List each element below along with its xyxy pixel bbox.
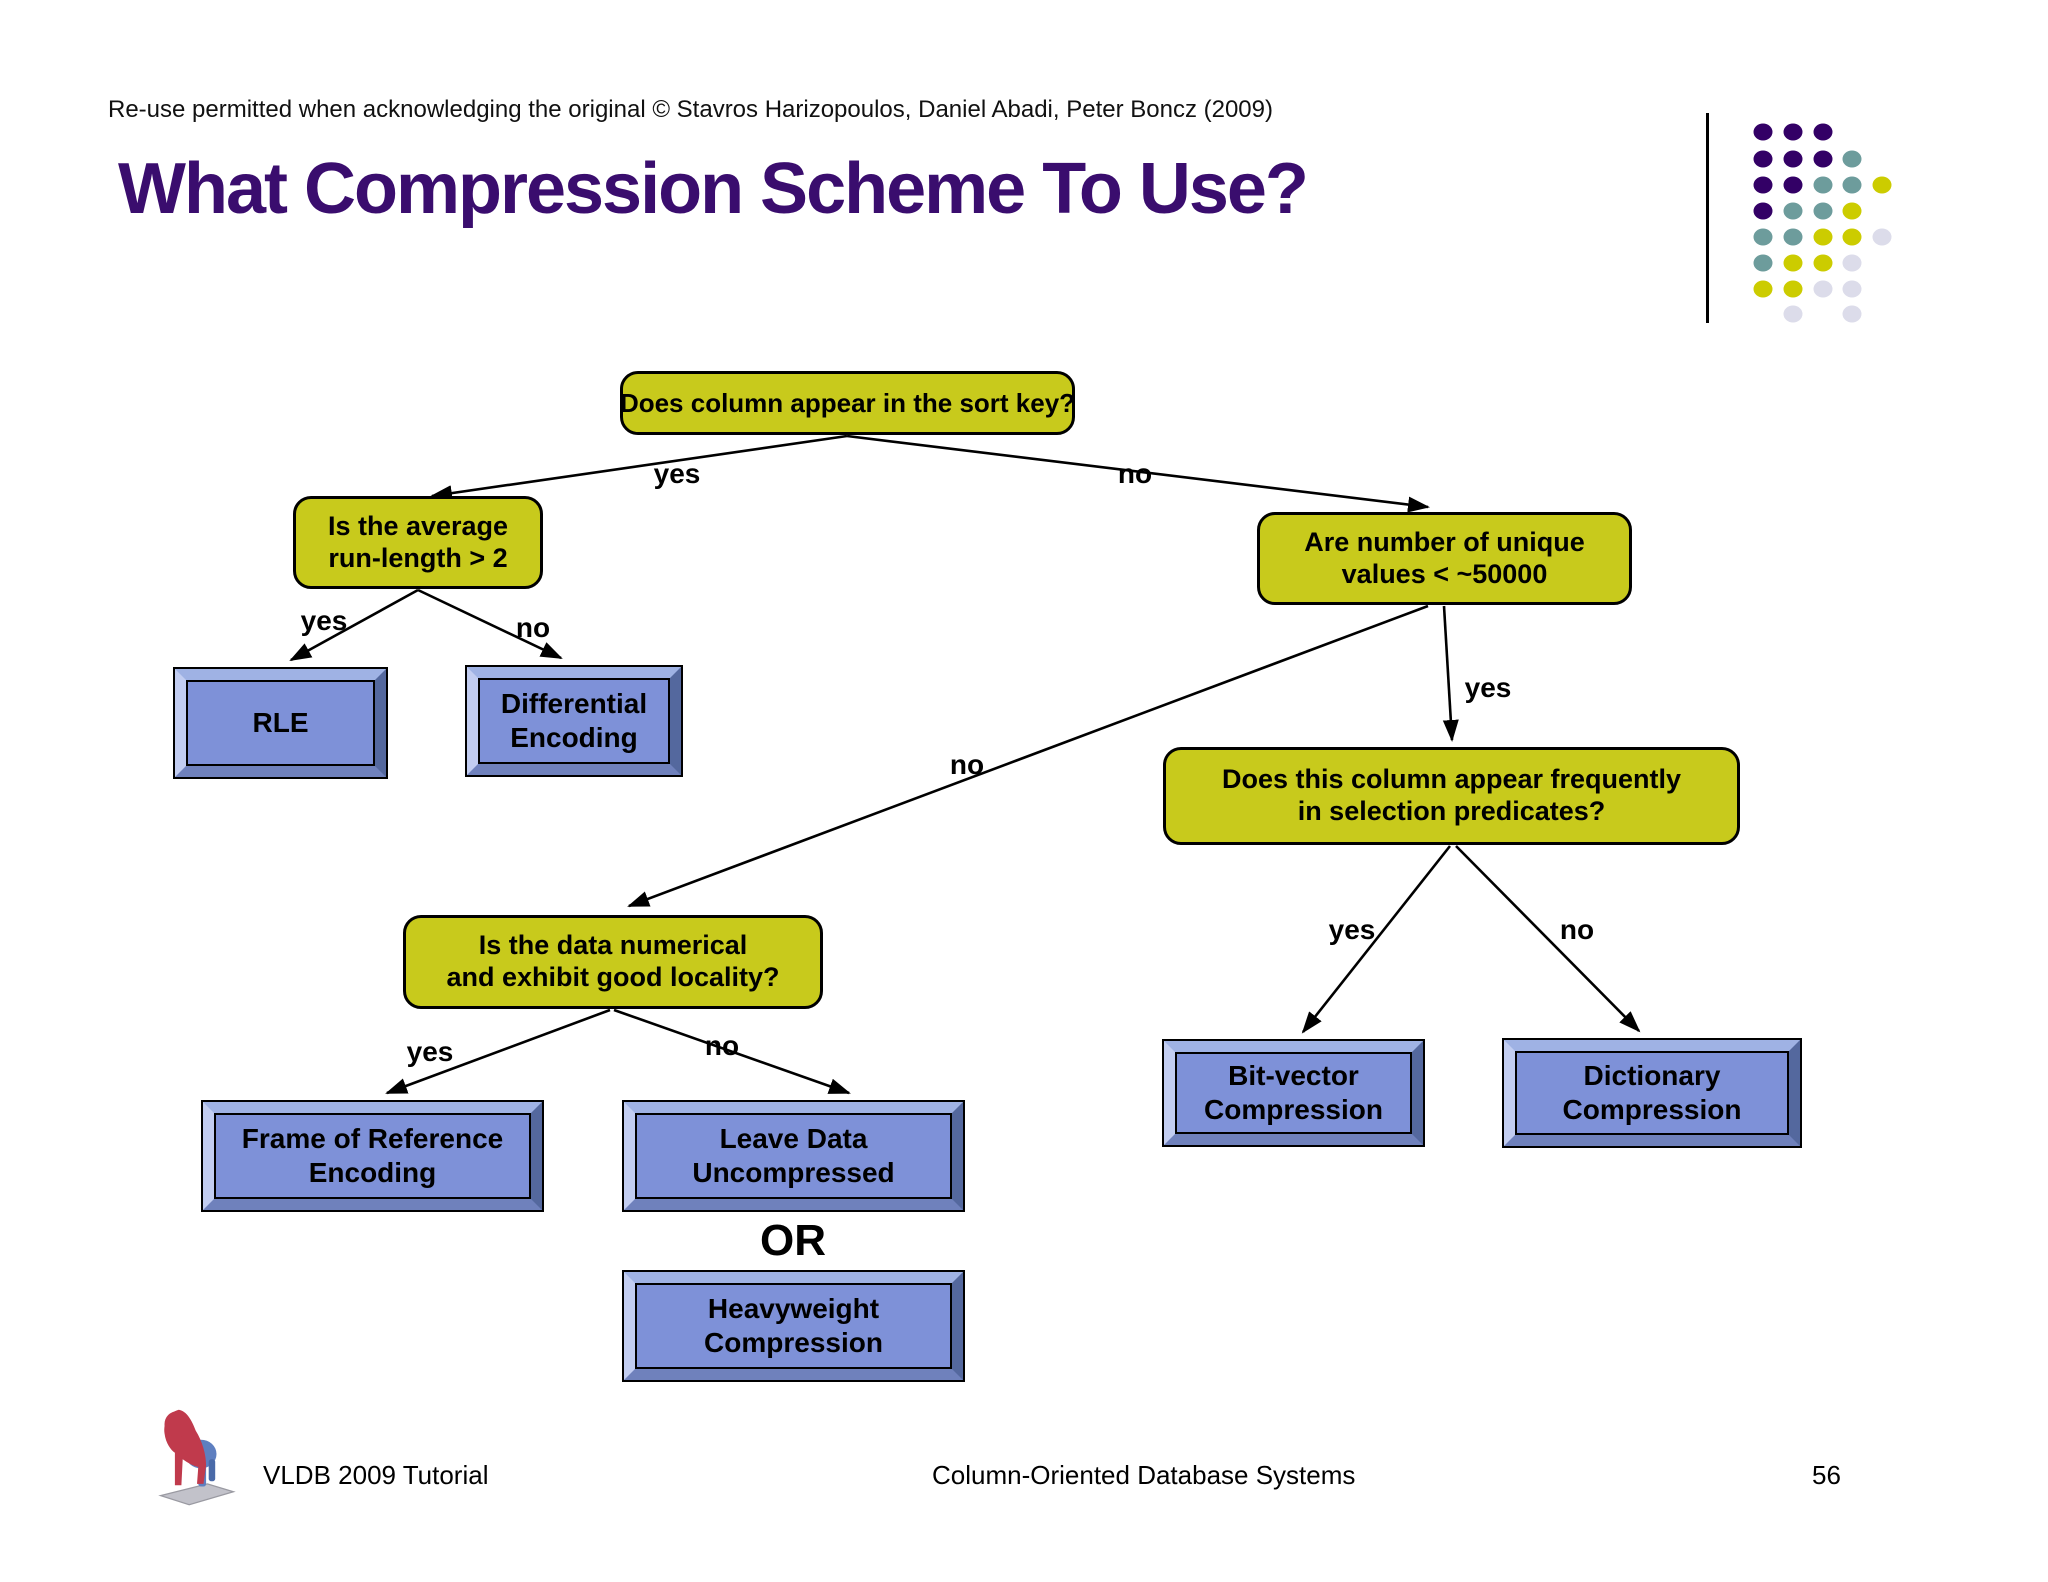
decision-node-selection-predicates: Does this column appear frequently in se… (1163, 747, 1740, 845)
result-text: Compression (1562, 1094, 1742, 1125)
decision-text: Is the data numerical (478, 930, 748, 961)
copyright-note: Re-use permitted when acknowledging the … (108, 96, 1273, 123)
result-text: Differential (500, 688, 648, 720)
result-node-heavyweight-compression: Heavyweight Compression (622, 1270, 965, 1382)
result-text: RLE (252, 707, 309, 739)
result-node-differential-encoding: Differential Encoding (465, 665, 683, 777)
decor-dot (1783, 176, 1803, 194)
decor-dot (1872, 228, 1892, 246)
decision-text: and exhibit good locality? (446, 962, 780, 992)
edge-label-numerical-yes: yes (406, 1036, 454, 1067)
decor-dot (1842, 202, 1862, 220)
result-text: Compression (1204, 1094, 1383, 1125)
decor-dot (1813, 254, 1833, 272)
result-node-rle: RLE (173, 667, 388, 779)
decision-node-run-length: Is the average run-length > 2 (293, 496, 543, 589)
decor-dot (1842, 305, 1862, 323)
decor-dot (1783, 305, 1803, 323)
decision-text: Does column appear in the sort key? (619, 387, 1076, 418)
result-node-frame-of-reference: Frame of Reference Encoding (201, 1100, 544, 1212)
edge-label-run-yes: yes (300, 605, 348, 636)
result-node-leave-uncompressed: Leave Data Uncompressed (622, 1100, 965, 1212)
decor-dot (1813, 280, 1833, 298)
decor-dot (1842, 228, 1862, 246)
edge-label-root-no: no (1117, 458, 1153, 489)
decor-dot (1753, 228, 1773, 246)
result-text: Encoding (308, 1157, 437, 1188)
bevel-frame (203, 1102, 542, 1210)
bevel-frame (467, 667, 681, 775)
decision-text: Is the average (327, 510, 509, 541)
decision-text: run-length > 2 (328, 542, 508, 573)
result-text: Bit-vector (1228, 1060, 1359, 1092)
result-text: Compression (704, 1327, 883, 1358)
edge-label-run-no: no (515, 612, 551, 643)
decor-dot (1753, 280, 1773, 298)
edge-label-numerical-no: no (704, 1030, 740, 1061)
decor-dot (1783, 202, 1803, 220)
bevel-frame (624, 1272, 963, 1380)
divider-line (1706, 113, 1709, 323)
edge-label-predicates-yes: yes (1328, 914, 1376, 945)
edge-label-unique-yes: yes (1464, 672, 1512, 703)
decor-dot (1842, 176, 1862, 194)
decor-dot (1783, 150, 1803, 168)
vldb-lion-logo (158, 1409, 236, 1506)
bevel-frame (175, 669, 386, 777)
edge-label-predicates-no: no (1559, 914, 1595, 945)
decision-text: Are number of unique (1304, 526, 1585, 557)
decor-dot (1753, 254, 1773, 272)
result-text: Encoding (510, 722, 638, 753)
result-text: Dictionary (1583, 1060, 1721, 1092)
page-number: 56 (1812, 1460, 1841, 1490)
decor-dot (1813, 228, 1833, 246)
result-node-dictionary-compression: Dictionary Compression (1502, 1038, 1802, 1148)
decor-dot (1813, 202, 1833, 220)
result-text: Uncompressed (692, 1157, 895, 1188)
result-text: Frame of Reference (241, 1123, 504, 1155)
edge-label-root-yes: yes (653, 458, 701, 489)
result-text: Heavyweight (707, 1293, 880, 1325)
decor-dot (1872, 176, 1892, 194)
decor-dot (1753, 176, 1773, 194)
decor-dot (1753, 202, 1773, 220)
decor-dot (1813, 176, 1833, 194)
bevel-frame (1504, 1040, 1800, 1146)
edge-label-unique-no: no (949, 749, 985, 780)
result-text: Leave Data (719, 1123, 868, 1155)
decision-text: Does this column appear frequently (1221, 764, 1682, 795)
decision-text: in selection predicates? (1297, 796, 1606, 826)
decor-dot (1783, 280, 1803, 298)
decision-text: values < ~50000 (1341, 558, 1548, 589)
decor-dot (1753, 123, 1773, 141)
decision-node-sort-key: Does column appear in the sort key? (620, 371, 1075, 435)
decor-dot (1783, 228, 1803, 246)
decor-dot (1842, 150, 1862, 168)
bevel-frame (624, 1102, 963, 1210)
decor-dot (1753, 150, 1773, 168)
or-label: OR (760, 1216, 826, 1265)
decision-node-numerical-locality: Is the data numerical and exhibit good l… (403, 915, 823, 1009)
decor-dot (1783, 123, 1803, 141)
footer-left: VLDB 2009 Tutorial (263, 1460, 489, 1490)
bevel-frame (1164, 1041, 1423, 1145)
decor-dot (1842, 280, 1862, 298)
decor-dot (1813, 150, 1833, 168)
result-node-bit-vector-compression: Bit-vector Compression (1162, 1039, 1425, 1147)
decision-node-unique-values: Are number of unique values < ~50000 (1257, 512, 1632, 605)
decor-dot (1813, 123, 1833, 141)
page-title: What Compression Scheme To Use? (118, 149, 1309, 229)
decor-dot (1842, 254, 1862, 272)
footer-center: Column-Oriented Database Systems (932, 1460, 1356, 1490)
decor-dot (1783, 254, 1803, 272)
